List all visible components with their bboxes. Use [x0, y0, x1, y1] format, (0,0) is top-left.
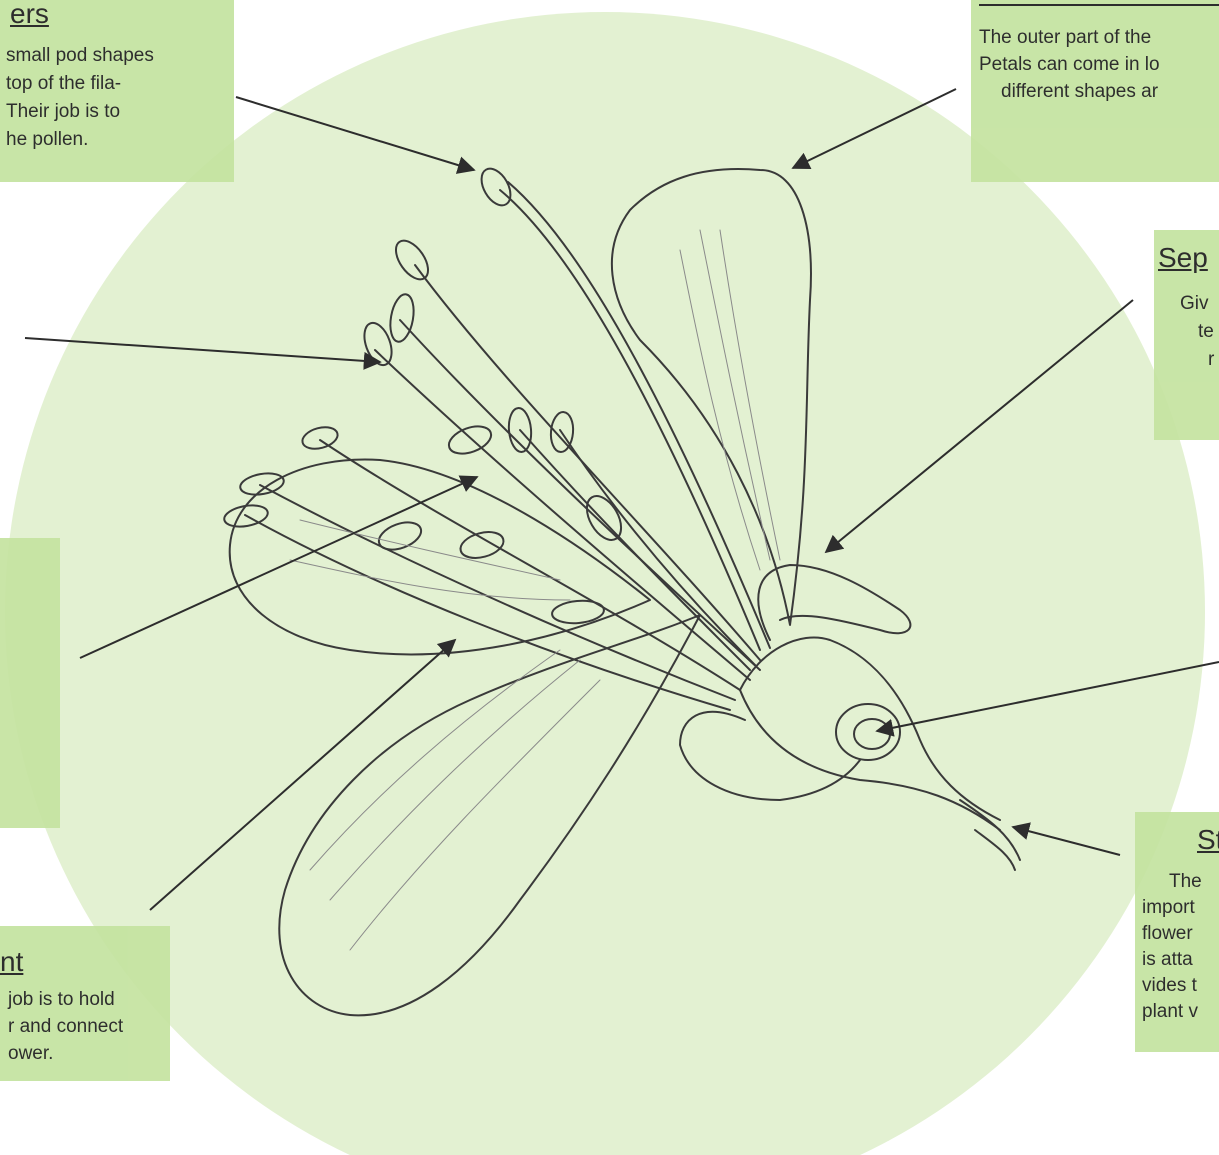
anthers-title: ers — [10, 0, 49, 30]
sepals-text-line-3: r — [1208, 348, 1214, 372]
stem-text-line-5: vides t — [1142, 974, 1197, 998]
stem-title: St — [1197, 824, 1219, 856]
filament-label-box: nt job is to hold r and connect ower. — [0, 926, 170, 1081]
stem-label-box: St The import flower is atta vides t pla… — [1135, 812, 1219, 1052]
sepals-label-box: Sep Giv te r — [1154, 230, 1219, 440]
petals-text-line-1: The outer part of the — [979, 26, 1151, 50]
anthers-text-line-4: he pollen. — [6, 128, 88, 152]
petals-text-line-2: Petals can come in lo — [979, 53, 1160, 77]
stem-text-line-6: plant v — [1142, 1000, 1198, 1024]
anthers-text-line-1: small pod shapes — [6, 44, 154, 68]
anthers-text-line-2: top of the fila- — [6, 72, 121, 96]
petals-text-line-3: different shapes ar — [1001, 80, 1158, 104]
stem-text-line-3: flower — [1142, 922, 1193, 946]
sepals-title: Sep — [1158, 242, 1208, 274]
background-circle — [5, 12, 1205, 1155]
stem-text-line-2: import — [1142, 896, 1195, 920]
petals-title-underline — [979, 4, 1219, 6]
anthers-text-line-3: Their job is to — [6, 100, 120, 124]
style-label-box — [0, 538, 60, 828]
petals-label-box: The outer part of the Petals can come in… — [971, 0, 1219, 182]
stem-text-line-4: is atta — [1142, 948, 1193, 972]
anthers-label-box: ers small pod shapes top of the fila- Th… — [0, 0, 234, 182]
sepals-text-line-1: Giv — [1180, 292, 1209, 316]
filament-text-line-2: r and connect — [8, 1015, 123, 1039]
filament-text-line-1: job is to hold — [8, 988, 115, 1012]
filament-text-line-3: ower. — [8, 1042, 53, 1066]
filament-title: nt — [0, 946, 23, 978]
stem-text-line-1: The — [1169, 870, 1202, 894]
sepals-text-line-2: te — [1198, 320, 1214, 344]
